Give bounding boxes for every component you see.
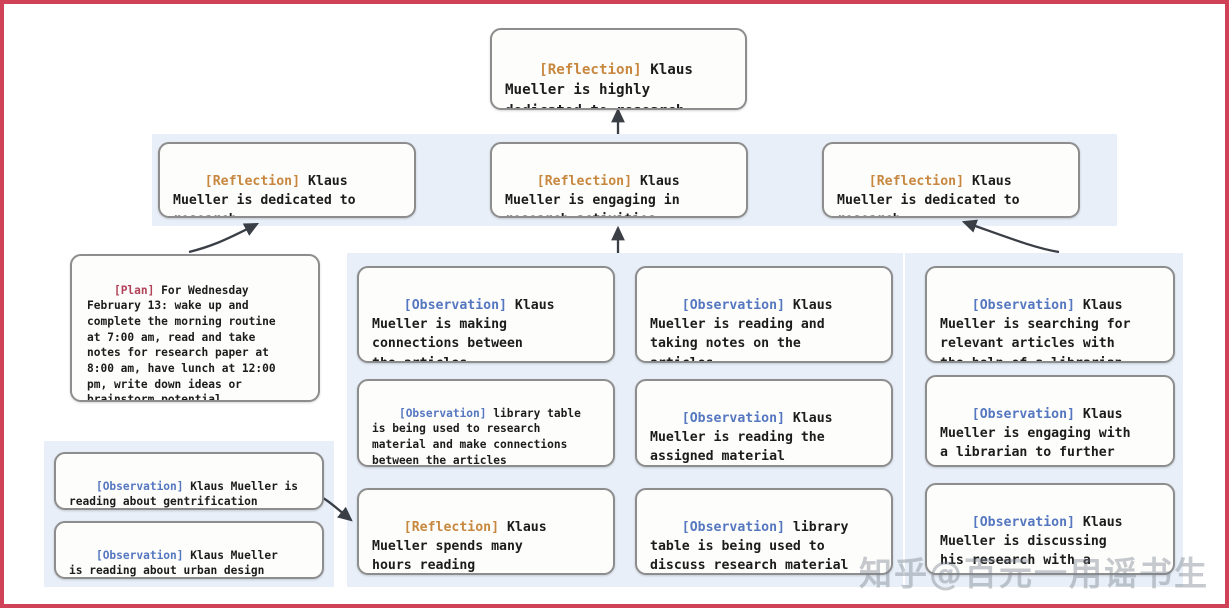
node-left-observation-1[interactable]: [Observation] Klaus Mueller is reading a… (54, 452, 324, 510)
node-text: Klaus Mueller is searching for relevant … (940, 298, 1131, 361)
node-tag: [Observation] (403, 298, 507, 314)
node-text: Klaus Mueller is reading about urban des… (69, 548, 278, 578)
node-text: Klaus Mueller is dedicated to research (173, 174, 356, 216)
node-tag: [Observation] (681, 411, 785, 427)
node-tag: [Observation] (95, 548, 184, 562)
node-tag: [Observation] (398, 406, 487, 420)
node-text: Klaus Mueller is making connections betw… (372, 298, 555, 361)
node-text: Klaus Mueller is reading the assigned ma… (650, 411, 833, 465)
node-text: Klaus Mueller is discussing his research… (940, 515, 1123, 573)
node-col1-item-3[interactable]: [Reflection] Klaus Mueller spends many h… (357, 488, 615, 575)
node-text: library table is being used to research … (372, 406, 581, 467)
node-text: Klaus Mueller is highly dedicated to res… (505, 61, 693, 108)
node-text: Klaus Mueller is dedicated to research (837, 174, 1020, 216)
node-tag: [Observation] (95, 479, 184, 493)
node-tag: [Reflection] (403, 520, 500, 536)
node-text: For Wednesday February 13: wake up and c… (87, 283, 276, 402)
node-tag: [Observation] (971, 515, 1075, 531)
node-tag: [Reflection] (539, 61, 642, 78)
node-tag: [Reflection] (204, 174, 301, 190)
node-tag: [Reflection] (536, 174, 633, 190)
node-plan[interactable]: [Plan] For Wednesday February 13: wake u… (70, 254, 320, 402)
node-text: Klaus Mueller is reading and taking note… (650, 298, 833, 361)
node-col2-item-3[interactable]: [Observation] library table is being use… (635, 488, 893, 575)
node-tag: [Reflection] (868, 174, 965, 190)
node-col1-item-1[interactable]: [Observation] Klaus Mueller is making co… (357, 266, 615, 363)
node-col2-item-1[interactable]: [Observation] Klaus Mueller is reading a… (635, 266, 893, 363)
node-tag: [Observation] (971, 407, 1075, 423)
node-reflection-left[interactable]: [Reflection] Klaus Mueller is dedicated … (158, 142, 416, 218)
node-col2-item-2[interactable]: [Observation] Klaus Mueller is reading t… (635, 379, 893, 467)
node-col3-item-1[interactable]: [Observation] Klaus Mueller is searching… (925, 266, 1175, 363)
node-reflection-center[interactable]: [Reflection] Klaus Mueller is engaging i… (490, 142, 748, 218)
node-text: Klaus Mueller is reading about gentrific… (69, 479, 299, 509)
node-col3-item-2[interactable]: [Observation] Klaus Mueller is engaging … (925, 375, 1175, 467)
node-tag: [Observation] (971, 298, 1075, 314)
node-reflection-right[interactable]: [Reflection] Klaus Mueller is dedicated … (822, 142, 1080, 218)
node-col3-item-3[interactable]: [Observation] Klaus Mueller is discussin… (925, 483, 1175, 575)
node-text: library table is being used to discuss r… (650, 520, 849, 574)
node-tag: [Observation] (681, 520, 785, 536)
node-col1-item-2[interactable]: [Observation] library table is being use… (357, 379, 615, 467)
node-text: Klaus Mueller is engaging in research ac… (505, 174, 680, 216)
node-left-observation-2[interactable]: [Observation] Klaus Mueller is reading a… (54, 521, 324, 579)
node-text: Klaus Mueller spends many hours reading (372, 520, 547, 574)
node-tag: [Plan] (113, 283, 155, 297)
node-text: Klaus Mueller is engaging with a librari… (940, 407, 1131, 465)
node-top-reflection[interactable]: [Reflection] Klaus Mueller is highly ded… (490, 28, 747, 110)
node-tag: [Observation] (681, 298, 785, 314)
